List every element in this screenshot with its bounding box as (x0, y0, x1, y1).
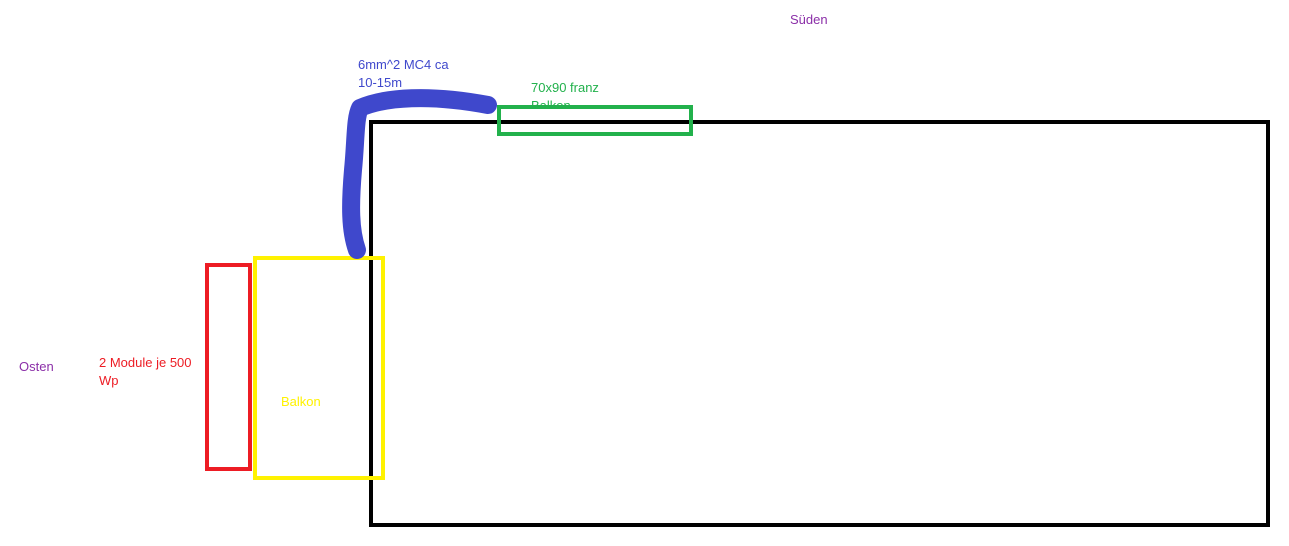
cable-route (342, 89, 497, 259)
building-outline (369, 120, 1270, 527)
french-balcony-window (497, 105, 693, 136)
solar-modules (205, 263, 252, 471)
cable-label-line-1: 6mm^2 MC4 ca (358, 57, 449, 72)
modules-label-line-1: 2 Module je 500 (99, 355, 192, 370)
cable-label: 6mm^2 MC4 ca 10-15m (358, 56, 449, 92)
modules-label-line-2: Wp (99, 373, 119, 388)
window-label-line-2: Balkon (531, 98, 571, 109)
balcony (253, 256, 385, 480)
compass-east-label: Osten (19, 359, 54, 374)
balcony-label: Balkon (281, 394, 321, 409)
compass-south-label: Süden (790, 12, 828, 27)
window-label: 70x90 franz Balkon (531, 79, 599, 109)
modules-label: 2 Module je 500 Wp (99, 354, 192, 390)
window-label-line-1: 70x90 franz (531, 80, 599, 95)
cable-label-line-2: 10-15m (358, 75, 403, 90)
